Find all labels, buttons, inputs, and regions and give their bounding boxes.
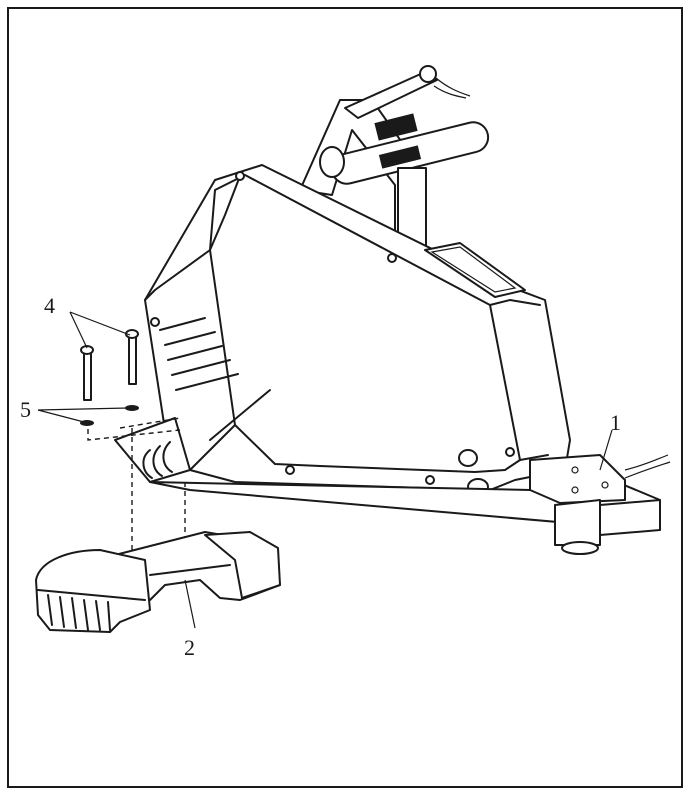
vent-slots (159, 317, 239, 391)
mounting-guides (87, 417, 186, 560)
leader-lines (37, 311, 613, 629)
callout-label-2: 2 (184, 635, 195, 660)
base-rail (149, 454, 671, 555)
front-stabilizer-part-2 (35, 531, 281, 633)
front-bracket (114, 417, 191, 483)
callout-label-5: 5 (20, 397, 31, 422)
handlebar-assembly (299, 65, 490, 251)
callout-label-1: 1 (610, 410, 621, 435)
foot-ridges (47, 594, 111, 631)
bolt-part-4 (80, 329, 139, 401)
callout-label-4: 4 (44, 293, 55, 318)
main-frame-shell (144, 164, 571, 496)
